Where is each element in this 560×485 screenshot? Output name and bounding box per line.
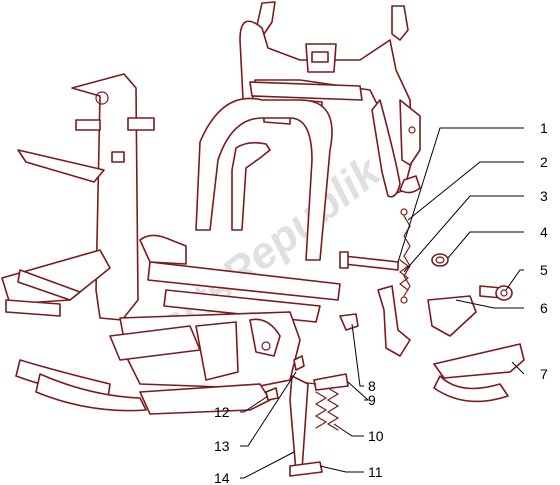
callout-9: 9 [368, 392, 376, 408]
callout-7: 7 [540, 366, 548, 382]
callout-6: 6 [540, 300, 548, 316]
pin-part-1 [339, 251, 399, 271]
callout-2: 2 [540, 154, 548, 170]
leader-lines [240, 127, 525, 479]
centre-stand-part-7 [433, 343, 525, 403]
callout-12: 12 [214, 404, 230, 420]
spring-part-2 [400, 208, 411, 304]
callout-8: 8 [368, 378, 376, 394]
bushing-part-5 [479, 285, 513, 301]
callout-1: 1 [540, 120, 548, 136]
stand-bracket-part-6 [377, 285, 477, 357]
rubber-buffer-part-8 [339, 313, 359, 331]
callout-10: 10 [368, 428, 384, 444]
bushing-part-4 [431, 253, 449, 267]
callout-11: 11 [368, 464, 383, 480]
callout-5: 5 [540, 262, 548, 278]
callout-labels: 1 2 3 4 5 6 7 8 9 10 11 12 13 14 [214, 120, 548, 485]
side-stand-assembly [265, 355, 349, 477]
scooter-frame [1, 1, 421, 415]
callout-4: 4 [540, 224, 548, 240]
callout-13: 13 [214, 438, 230, 454]
callout-14: 14 [214, 470, 230, 485]
spring-part-3 [399, 259, 409, 291]
callout-3: 3 [540, 188, 548, 204]
